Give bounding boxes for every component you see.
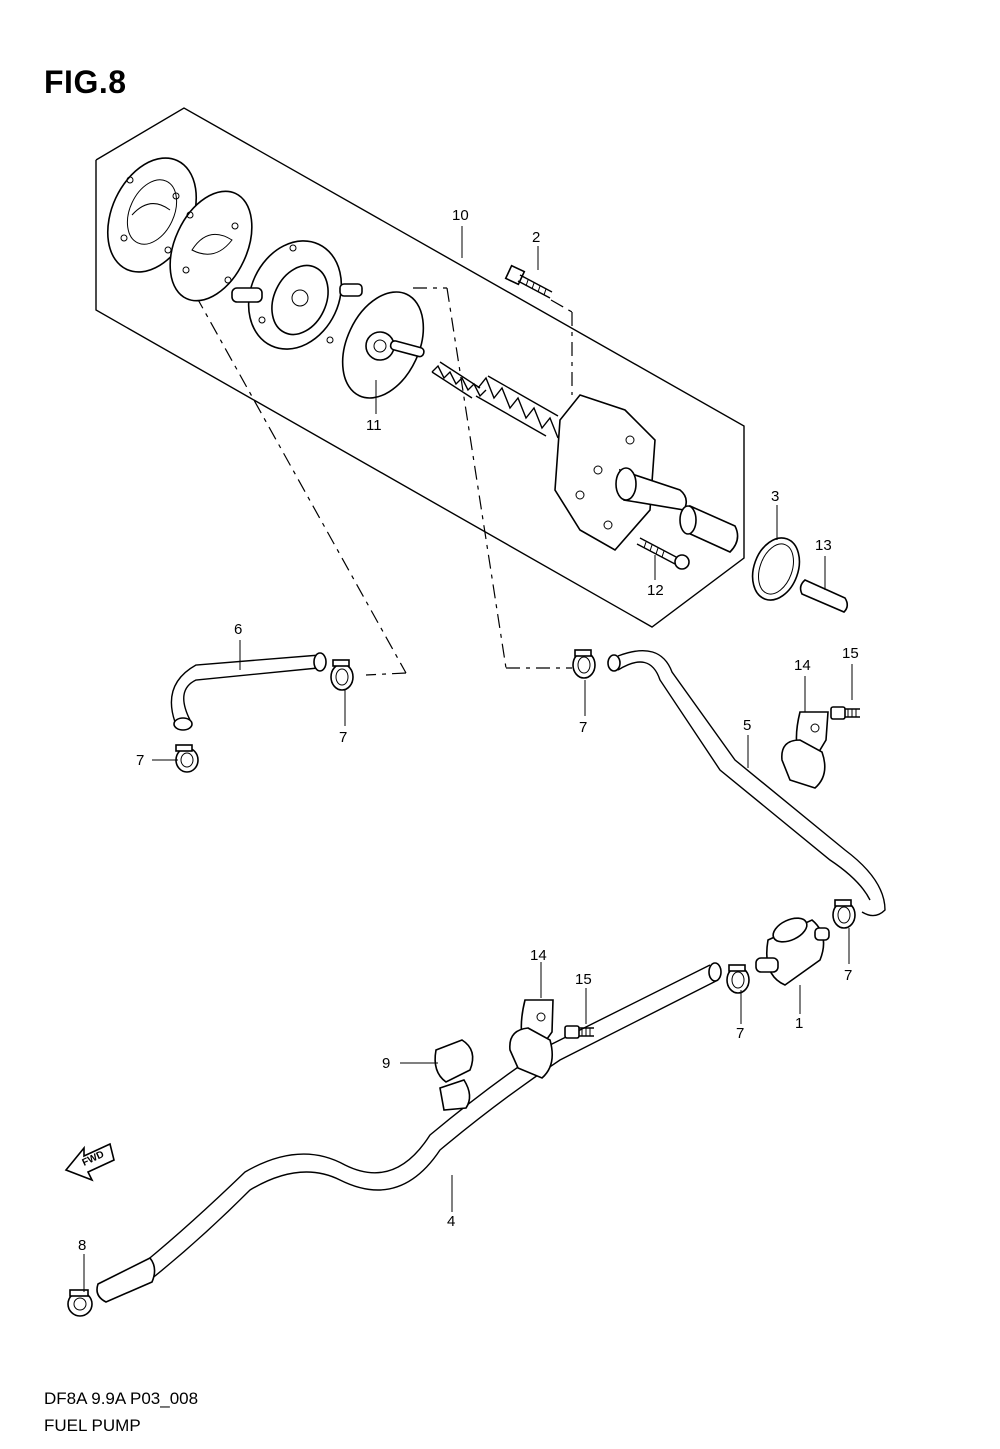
small-spring: [431, 361, 487, 399]
callout-5: 5: [743, 717, 751, 734]
callout-15-b: 15: [575, 971, 592, 988]
callout-8: 8: [78, 1237, 86, 1254]
callout-12: 12: [647, 582, 664, 599]
figure-name: FUEL PUMP: [44, 1416, 141, 1435]
callout-7-e: 7: [736, 1025, 744, 1042]
callout-6: 6: [234, 621, 242, 638]
figure-code: DF8A 9.9A P03_008: [44, 1389, 199, 1408]
hose-clip-9: [434, 1039, 474, 1111]
pump-body: [231, 240, 363, 350]
forward-direction-arrow: FWD: [64, 1142, 115, 1182]
clamp-8: [67, 1289, 93, 1317]
pin-13: [799, 579, 849, 613]
diaphragm: [341, 291, 425, 399]
clamp-7d: [832, 899, 856, 929]
callout-10: 10: [452, 207, 469, 224]
bracket-14a: [781, 711, 829, 789]
clamp-7a: [330, 659, 354, 691]
callout-11: 11: [366, 417, 382, 434]
callout-15-a: 15: [842, 645, 859, 662]
callout-4: 4: [447, 1213, 455, 1230]
pump-assembly-frame: [95, 107, 745, 628]
callout-7-c: 7: [579, 719, 587, 736]
clamp-7c: [572, 649, 596, 679]
pump-gasket: [169, 190, 253, 302]
hose-5: [607, 649, 886, 917]
callout-13: 13: [815, 537, 832, 554]
callout-leaders: [83, 226, 853, 1292]
callout-1: 1: [795, 1015, 803, 1032]
assembly-leader-lines: [195, 287, 573, 676]
screw-12: [636, 537, 690, 570]
callout-2: 2: [532, 229, 540, 246]
screw-15a: [830, 706, 860, 720]
callout-7-b: 7: [136, 752, 144, 769]
callout-7-d: 7: [844, 967, 852, 984]
clamp-7e: [726, 964, 750, 994]
callout-14-b: 14: [530, 947, 547, 964]
plunger: [679, 504, 739, 553]
bolt-2: [504, 264, 553, 299]
bracket-14b: [509, 999, 554, 1079]
callout-3: 3: [771, 488, 779, 505]
hose-4: [96, 962, 722, 1303]
hose-6: [170, 652, 327, 731]
callout-7-a: 7: [339, 729, 347, 746]
figure-title: FIG.8: [44, 64, 127, 100]
callout-14-a: 14: [794, 657, 811, 674]
callout-9: 9: [382, 1055, 390, 1072]
pump-housing: [554, 394, 688, 552]
callout-labels: 10 2 11 12 3 13 6 7 7 7 14 15 5 7 14 15 …: [78, 207, 859, 1254]
fuel-filter-1: [755, 917, 830, 986]
o-ring-3: [751, 537, 801, 601]
clamp-7b: [175, 744, 199, 773]
large-spring: [475, 375, 559, 439]
screw-15b: [564, 1025, 594, 1039]
